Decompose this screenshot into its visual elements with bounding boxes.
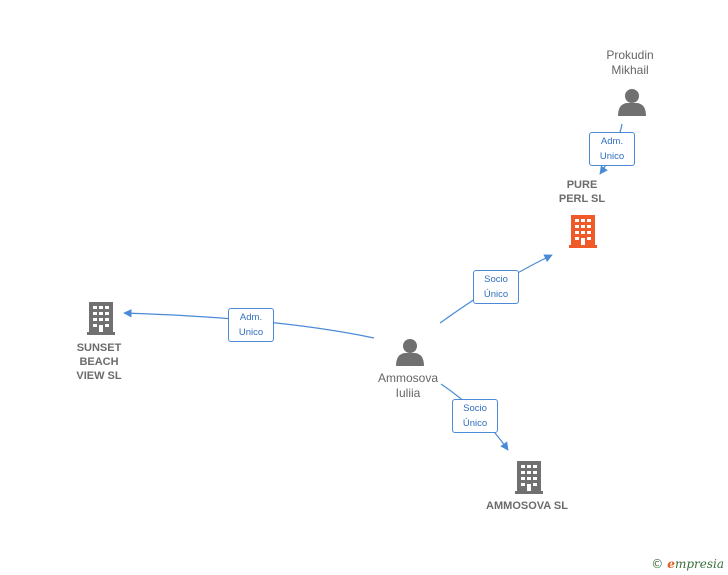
person-icon[interactable] bbox=[396, 339, 424, 366]
edge-label-prokudin-to-pure-perl[interactable]: Adm. Unico bbox=[589, 132, 635, 166]
node-label-pure-perl[interactable]: PURE PERL SL bbox=[558, 179, 606, 205]
building-icon[interactable] bbox=[87, 302, 115, 335]
node-label-prokudin[interactable]: Prokudin Mikhail bbox=[606, 48, 654, 77]
node-label-ammosova-company[interactable]: AMMOSOVA SL bbox=[486, 500, 568, 512]
building-icon[interactable] bbox=[569, 215, 597, 248]
brand-name: mpresia bbox=[674, 557, 724, 571]
node-label-sunset-beach[interactable]: SUNSET BEACH VIEW SL bbox=[76, 342, 122, 382]
brand-logo: ©empresia bbox=[651, 557, 724, 571]
person-icon[interactable] bbox=[618, 89, 646, 116]
building-icon[interactable] bbox=[515, 461, 543, 494]
edge-label-ammosova-to-ammosova-sl[interactable]: Socio Único bbox=[452, 399, 498, 433]
brand-initial: e bbox=[667, 557, 675, 571]
node-label-ammosova-person[interactable]: Ammosova Iuliia bbox=[377, 371, 439, 400]
copyright-symbol: © bbox=[651, 557, 664, 571]
edge-label-ammosova-to-sunset-beach[interactable]: Adm. Unico bbox=[228, 308, 274, 342]
edge-label-ammosova-to-pure-perl[interactable]: Socio Único bbox=[473, 270, 519, 304]
